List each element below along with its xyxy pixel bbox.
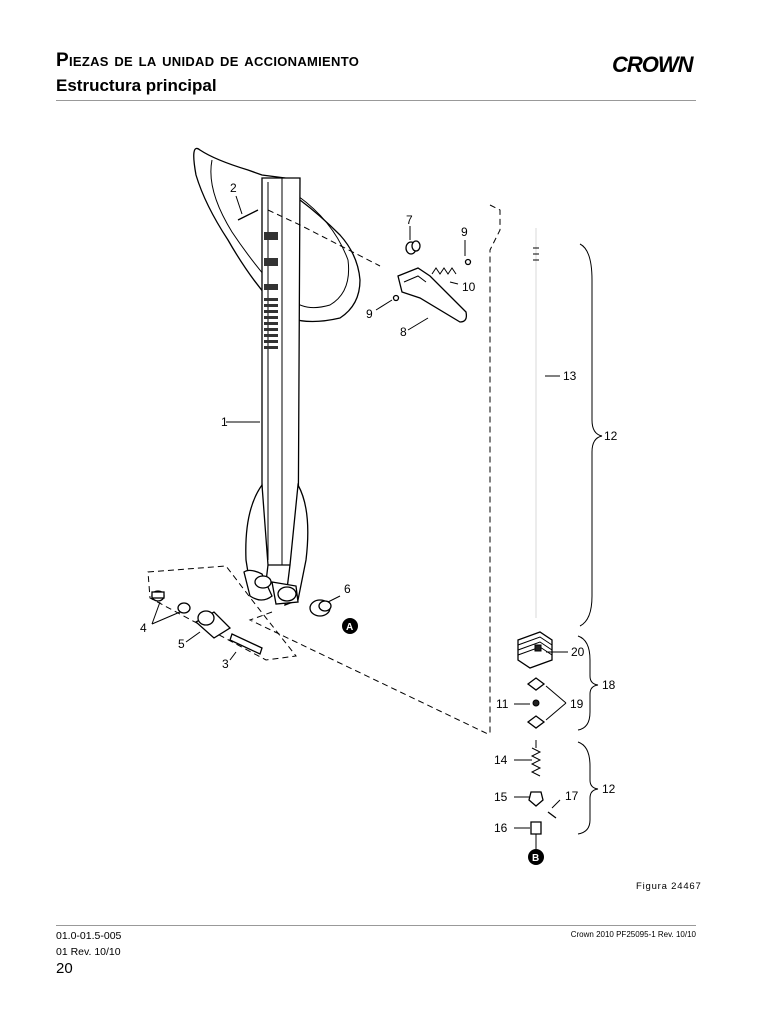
page-title: Piezas de la unidad de accionamiento	[56, 50, 360, 71]
callout-3: 3	[222, 657, 229, 671]
connector-A-label: A	[346, 622, 353, 633]
callout-5: 5	[178, 637, 185, 651]
part-13-rod	[533, 228, 539, 618]
callout-14: 14	[494, 753, 508, 767]
callout-1: 1	[221, 415, 228, 429]
page-number: 20	[56, 960, 73, 977]
header-divider	[56, 100, 696, 101]
callout-15: 15	[494, 790, 508, 804]
callout-10: 10	[462, 280, 476, 294]
callout-9a: 9	[461, 225, 468, 239]
connector-A-marker	[342, 618, 358, 634]
callout-6: 6	[344, 582, 351, 596]
footer-doc-code: 01.0-01.5-005	[56, 930, 122, 942]
callout-12b: 12	[602, 782, 616, 796]
callout-9b: 9	[366, 307, 373, 321]
callout-16: 16	[494, 821, 508, 835]
callout-17: 17	[565, 789, 579, 803]
footer-divider	[56, 925, 696, 926]
pivot-hardware	[151, 590, 263, 655]
page-subtitle: Estructura principal	[56, 76, 217, 95]
footer-copyright: Crown 2010 PF25095-1 Rev. 10/10	[570, 930, 696, 939]
callout-18: 18	[602, 678, 616, 692]
crown-logo-text: CROWN	[612, 52, 695, 76]
part-8-lever	[397, 267, 468, 323]
part-20-block	[517, 631, 553, 669]
connector-B-label: B	[532, 853, 539, 864]
callout-7: 7	[406, 213, 413, 227]
callout-2: 2	[230, 181, 237, 195]
callout-8: 8	[400, 325, 407, 339]
part-7-bushing	[405, 240, 421, 255]
connector-B-marker	[528, 849, 544, 865]
figure-caption: Figura 24467	[636, 881, 702, 892]
handle-assembly	[193, 147, 361, 606]
crown-logo: CROWN	[612, 52, 696, 76]
callout-4: 4	[140, 621, 147, 635]
callout-13: 13	[563, 369, 577, 383]
callout-12a: 12	[604, 429, 618, 443]
footer-revision: 01 Rev. 10/10	[56, 946, 121, 958]
callout-19: 19	[570, 697, 584, 711]
callout-11: 11	[496, 697, 509, 711]
callout-20: 20	[571, 645, 585, 659]
